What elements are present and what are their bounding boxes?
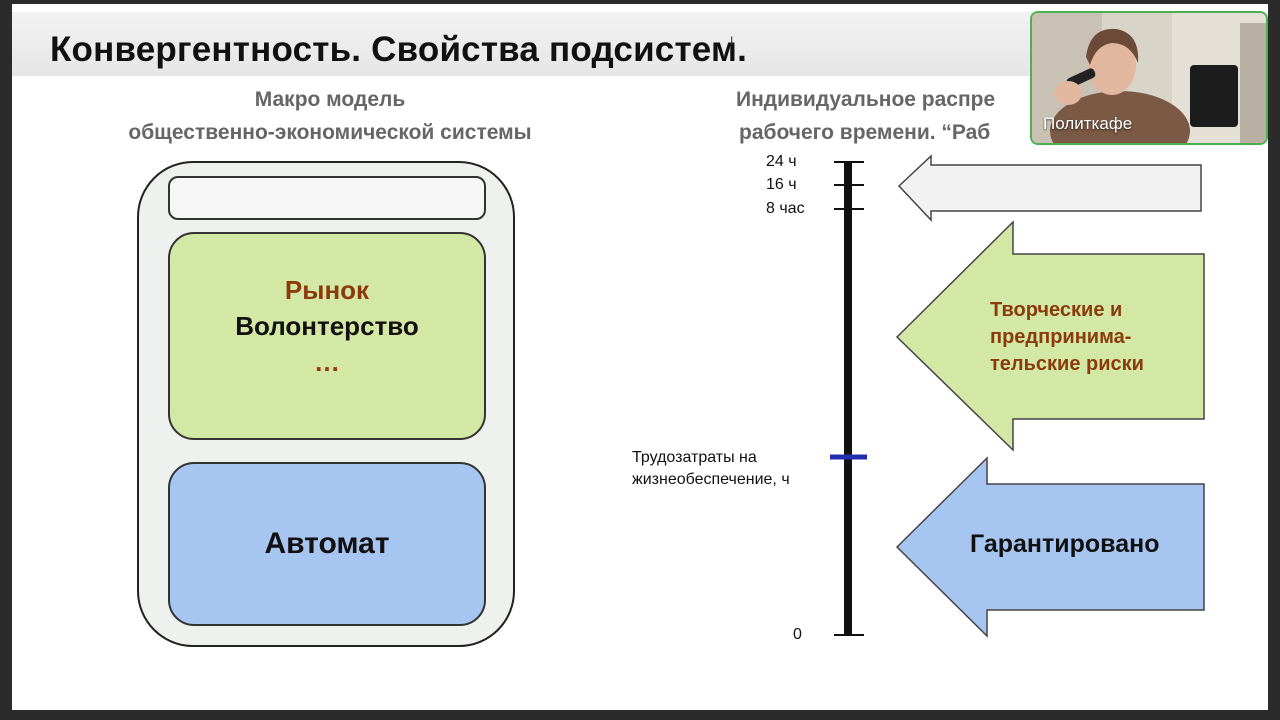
volunteer-label: Волонтерство bbox=[235, 311, 419, 341]
webcam-overlay[interactable]: Политкафе bbox=[1030, 11, 1268, 145]
right-subtitle-line2: рабочего времени. “Раб bbox=[739, 121, 991, 144]
time-scale-diagram bbox=[830, 154, 1205, 638]
tick-label-16h: 16 ч bbox=[766, 176, 797, 193]
tick-label-8h: 8 час bbox=[766, 200, 805, 217]
creative-line3: тельские риски bbox=[990, 353, 1144, 375]
right-subtitle: Индивидуальное распре рабочего времени. … bbox=[736, 83, 995, 149]
empty-top-slot bbox=[168, 176, 486, 220]
slide-title: Конвергентность. Свойства подсистем. bbox=[50, 30, 748, 69]
automat-label: Автомат bbox=[264, 527, 390, 560]
market-box: Рынок Волонтерство … bbox=[168, 232, 486, 440]
left-subtitle-line2: общественно-экономической системы bbox=[128, 121, 532, 144]
left-subtitle-line1: Макро модель bbox=[254, 88, 406, 111]
guaranteed-arrow bbox=[895, 456, 1205, 638]
left-subtitle: Макро модель общественно-экономической с… bbox=[92, 83, 568, 149]
creative-line1: Творческие и bbox=[990, 299, 1123, 321]
speaker-video-image bbox=[1032, 13, 1266, 143]
creative-line2: предпринима- bbox=[990, 326, 1132, 348]
text-cursor-icon: I bbox=[730, 34, 734, 48]
creative-risks-text: Творческие и предпринима- тельские риски bbox=[990, 297, 1144, 378]
labor-note-line2: жизнеобеспечение, ч bbox=[632, 471, 790, 488]
guaranteed-text: Гарантировано bbox=[970, 530, 1160, 558]
ellipsis-label: … bbox=[314, 347, 340, 377]
webcam-label: Политкафе bbox=[1043, 114, 1133, 133]
time-scale-bar bbox=[844, 161, 852, 635]
automat-box: Автомат bbox=[168, 462, 486, 626]
tick-label-24h: 24 ч bbox=[766, 153, 797, 170]
labor-costs-note: Трудозатраты на жизнеобеспечение, ч bbox=[632, 447, 790, 491]
market-label: Рынок bbox=[284, 275, 370, 305]
tick-label-0: 0 bbox=[793, 626, 802, 643]
labor-note-line1: Трудозатраты на bbox=[632, 449, 757, 466]
top-white-arrow bbox=[897, 154, 1202, 222]
creative-risks-arrow bbox=[895, 220, 1205, 452]
right-subtitle-line1: Индивидуальное распре bbox=[736, 88, 996, 111]
